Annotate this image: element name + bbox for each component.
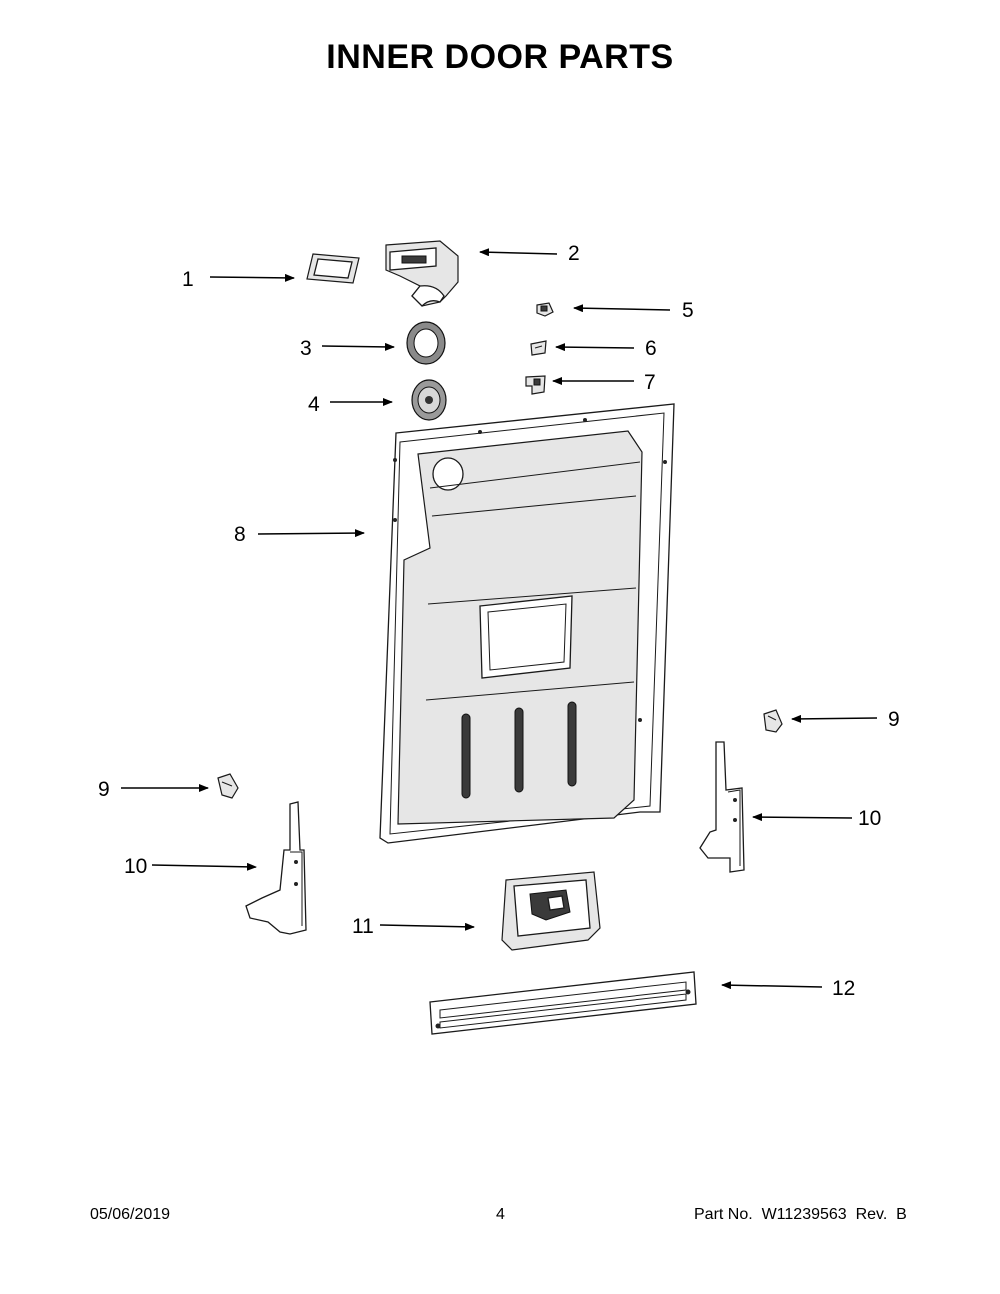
callout-6: 6 [645, 337, 657, 360]
arrow-10-right [752, 813, 853, 822]
callout-7: 7 [644, 371, 656, 394]
callout-11: 11 [352, 915, 374, 938]
callout-8: 8 [234, 523, 246, 546]
callout-4: 4 [308, 393, 320, 416]
arrow-3 [321, 342, 395, 351]
part-10-hinge-left [245, 801, 307, 935]
arrow-2 [479, 248, 558, 257]
part-2-fill-funnel [385, 240, 459, 307]
part-9-clip-right [763, 709, 783, 733]
arrow-12 [721, 981, 823, 990]
arrow-11 [379, 922, 475, 931]
page-title: INNER DOOR PARTS [326, 38, 674, 76]
callout-9-right: 9 [888, 708, 900, 731]
part-6-clip [530, 340, 547, 356]
arrow-6 [555, 343, 635, 352]
footer-part-number: Part No. W11239563 Rev. B [694, 1206, 907, 1223]
footer-page-number: 4 [496, 1206, 505, 1223]
callout-3: 3 [300, 337, 312, 360]
callout-5: 5 [682, 299, 694, 322]
callout-10-right: 10 [858, 807, 882, 830]
part-12-bar [429, 971, 697, 1035]
leader-arrows [121, 248, 878, 990]
part-11-dispenser [501, 871, 601, 951]
footer-date: 05/06/2019 [90, 1206, 171, 1223]
callout-9-left: 9 [98, 778, 110, 801]
part-3-ring-seal [406, 321, 446, 365]
arrow-8 [257, 529, 365, 538]
arrow-9-right [791, 714, 878, 723]
part-4-cap [411, 379, 447, 421]
part-1-gasket [306, 253, 360, 284]
part-10-hinge-right [699, 741, 745, 873]
part-7-latch [525, 375, 546, 395]
arrow-1 [209, 273, 295, 282]
callout-12: 12 [832, 977, 856, 1000]
part-8-inner-door-panel [379, 403, 675, 844]
part-9-clip-left [217, 773, 239, 799]
callout-2: 2 [568, 242, 580, 265]
arrow-5 [573, 304, 671, 313]
part-5-clip [536, 302, 554, 317]
callout-1: 1 [182, 268, 194, 291]
arrow-10-left [151, 862, 257, 871]
callout-10-left: 10 [124, 855, 148, 878]
